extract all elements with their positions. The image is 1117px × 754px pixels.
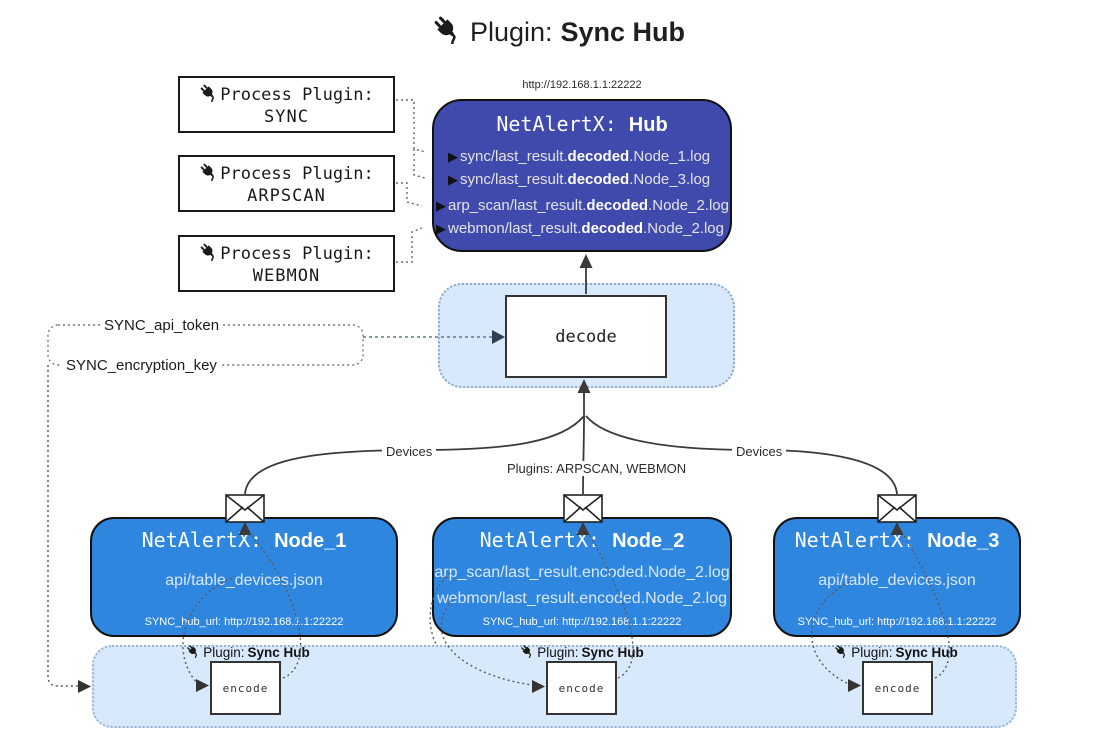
log-arrow-icon: ▶	[448, 172, 458, 187]
plugins-label: Plugins: ARPSCAN, WEBMON	[503, 461, 691, 476]
process-plugin-sync: Process Plugin: SYNC	[178, 76, 395, 133]
node-3-box: NetAlertX: Node_3 api/table_devices.json…	[773, 517, 1021, 637]
encoder-plugin-label: Plugin: Sync Hub	[512, 644, 652, 661]
node-file: api/table_devices.json	[818, 572, 976, 589]
log-arrow-icon: ▶	[448, 149, 458, 164]
node-hub-url: SYNC_hub_url: http://192.168.1.1:22222	[144, 616, 344, 628]
devices-label-left: Devices	[382, 444, 437, 459]
plug-icon	[199, 242, 218, 266]
node-2-box: NetAlertX: Node_2 arp_scan/last_result.e…	[432, 517, 732, 637]
log-arrow-icon: ▶	[436, 221, 446, 236]
sync-encryption-key-label: SYNC_encryption_key	[62, 357, 221, 374]
node-to-decode-curves	[244, 390, 898, 495]
page-title-text: Plugin:	[469, 17, 553, 47]
arrow-up-icon	[579, 254, 593, 268]
encode-box-3: encode	[862, 661, 933, 715]
hub-box: NetAlertX: Hub ▶sync/last_result.decoded…	[432, 99, 732, 252]
plug-icon	[199, 162, 218, 186]
hub-url: http://192.168.1.1:22222	[522, 79, 642, 91]
sync-api-token-label: SYNC_api_token	[100, 317, 224, 334]
process-plugin-arpscan: Process Plugin: ARPSCAN	[178, 155, 395, 212]
arrow-right-icon	[78, 680, 91, 693]
process-plugin-label: Process Plugin:	[220, 243, 374, 264]
decode-box: decode	[505, 295, 667, 378]
plug-icon	[432, 14, 462, 51]
process-plugin-name: SYNC	[264, 106, 309, 127]
plugin-to-hub-connectors	[396, 99, 426, 263]
hub-title: NetAlertX: Hub	[496, 112, 668, 136]
hub-log-line: ▶sync/last_result.decoded.Node_3.log	[448, 171, 711, 188]
hub-log-line: ▶arp_scan/last_result.decoded.Node_2.log	[436, 197, 729, 214]
node-hub-url: SYNC_hub_url: http://192.168.1.1:22222	[482, 616, 682, 628]
node-title: NetAlertX: Node_3	[794, 528, 1000, 552]
hub-log-line: ▶sync/last_result.decoded.Node_1.log	[448, 148, 711, 165]
node-file: api/table_devices.json	[165, 572, 323, 589]
key-connectors	[47, 324, 505, 693]
plug-icon	[186, 644, 200, 661]
devices-label-right: Devices	[732, 444, 787, 459]
page-title-bold: Sync Hub	[560, 17, 686, 47]
node-hub-url: SYNC_hub_url: http://192.168.1.1:22222	[797, 616, 997, 628]
process-plugin-name: ARPSCAN	[247, 185, 326, 206]
encoder-plugin-label: Plugin: Sync Hub	[178, 644, 318, 661]
node-title: NetAlertX: Node_1	[141, 528, 347, 552]
log-arrow-icon: ▶	[436, 198, 446, 213]
encode-box-2: encode	[546, 661, 617, 715]
plug-icon	[834, 644, 848, 661]
node-file: arp_scan/last_result.encoded.Node_2.log	[434, 564, 730, 581]
page-title: Plugin: Sync Hub	[0, 14, 1117, 51]
plug-icon	[199, 83, 218, 107]
hub-log-line: ▶webmon/last_result.decoded.Node_2.log	[436, 220, 724, 237]
node-title: NetAlertX: Node_2	[479, 528, 685, 552]
process-plugin-label: Process Plugin:	[220, 84, 374, 105]
node-1-box: NetAlertX: Node_1 api/table_devices.json…	[90, 517, 398, 637]
encode-box-1: encode	[210, 661, 281, 715]
process-plugin-name: WEBMON	[252, 265, 321, 286]
node-file: webmon/last_result.encoded.Node_2.log	[437, 590, 727, 607]
plug-icon	[520, 644, 534, 661]
process-plugin-webmon: Process Plugin: WEBMON	[178, 235, 395, 292]
encoder-plugin-label: Plugin: Sync Hub	[826, 644, 966, 661]
process-plugin-label: Process Plugin:	[220, 163, 374, 184]
